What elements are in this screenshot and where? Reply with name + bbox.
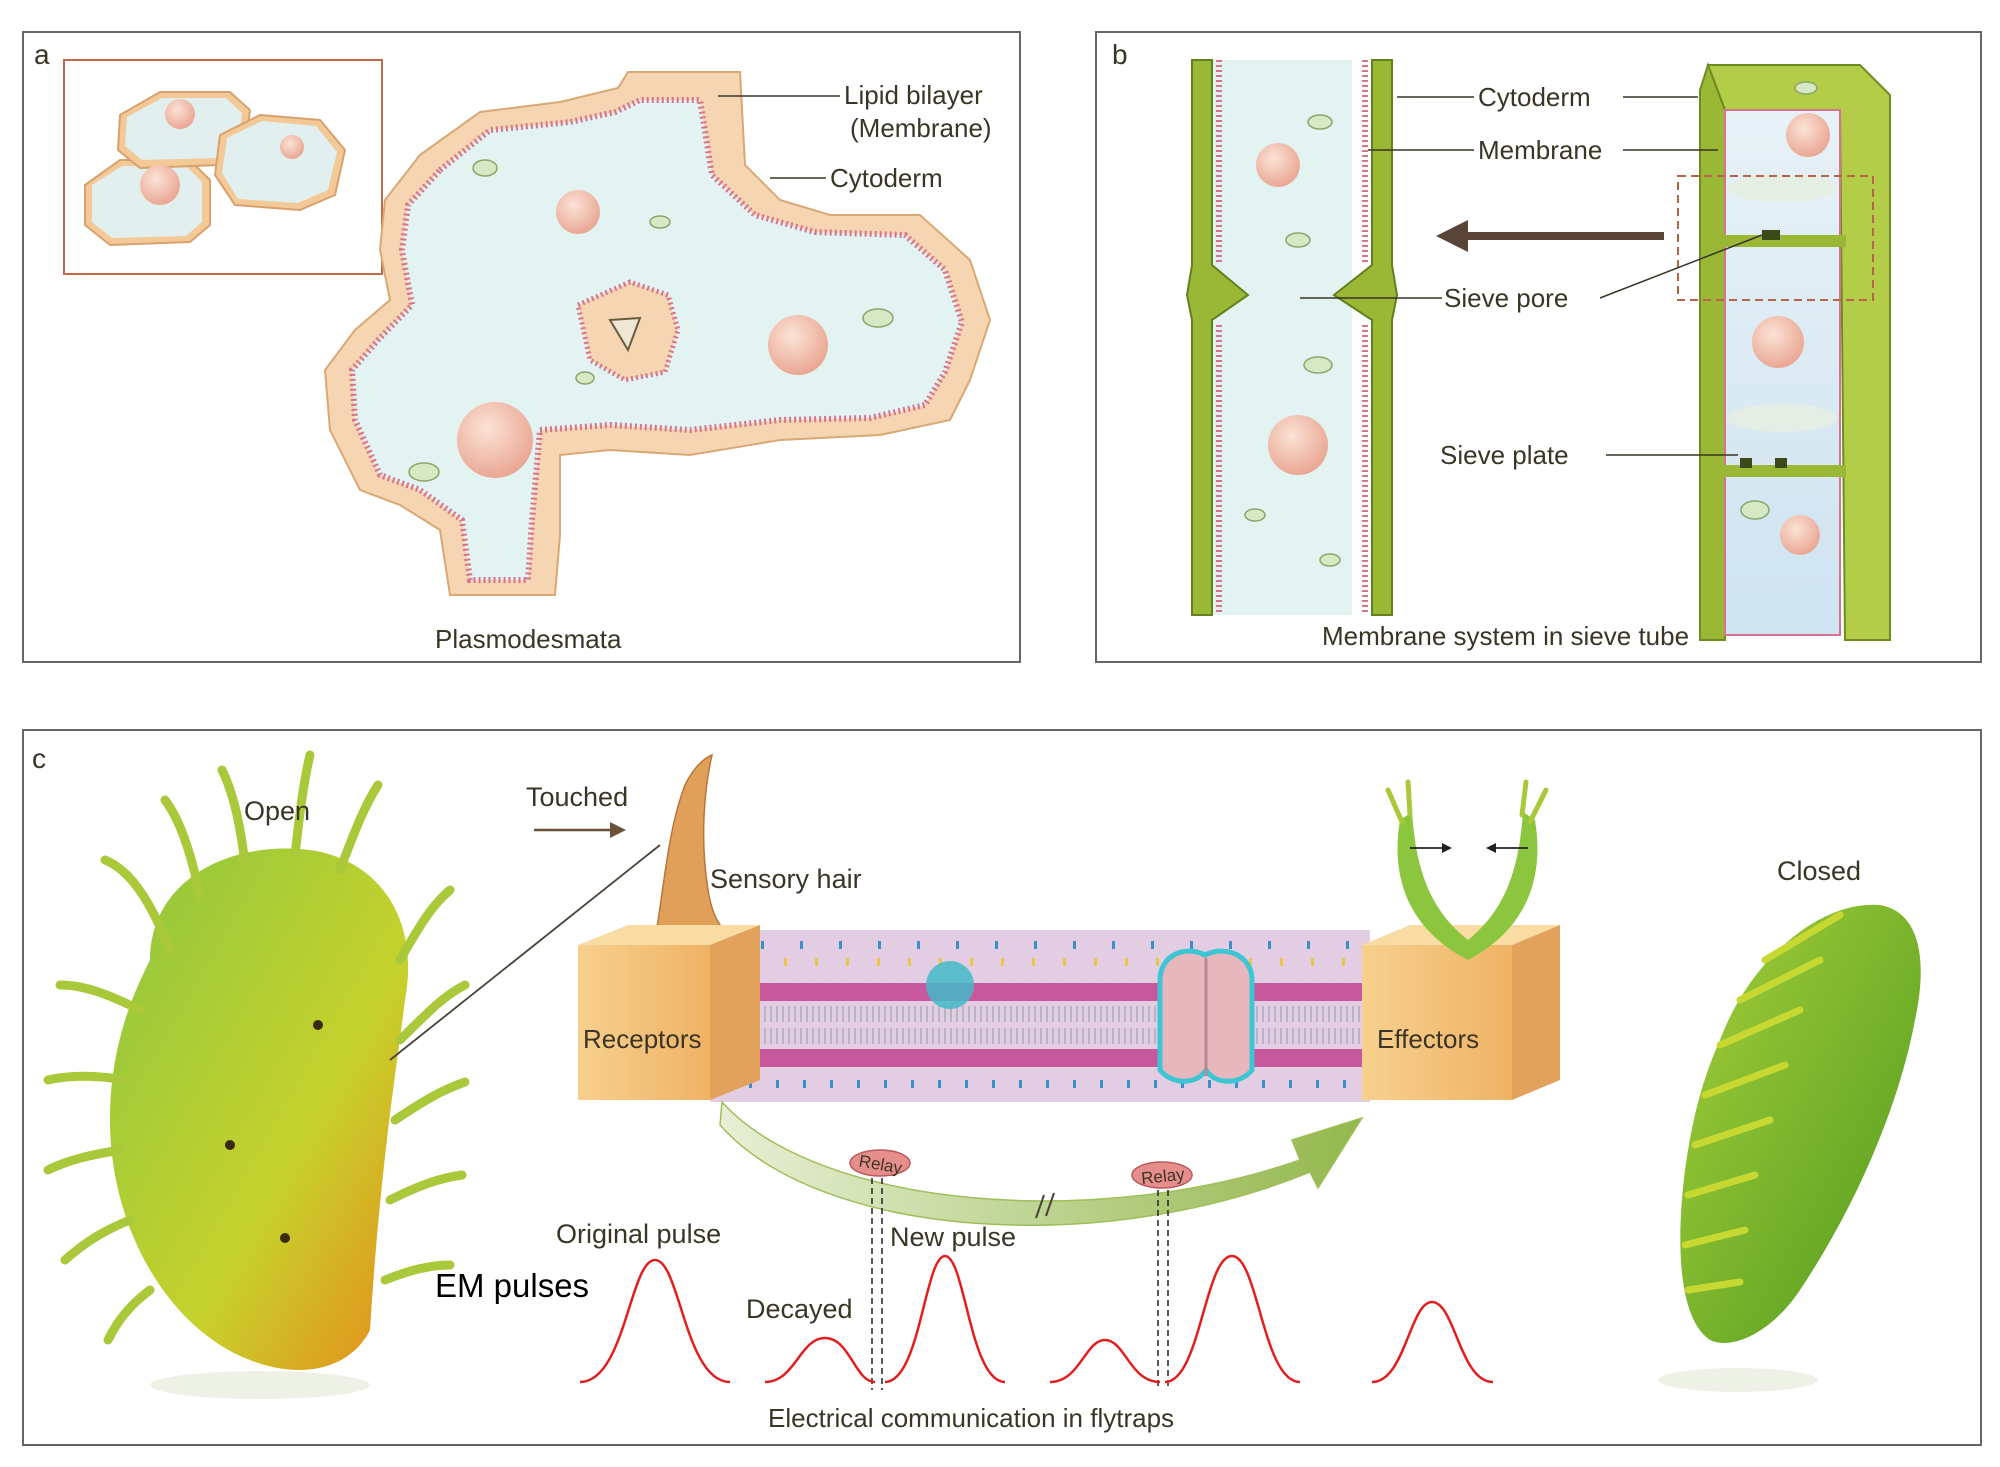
touched-arrow [534, 822, 626, 838]
panel-b-caption: Membrane system in sieve tube [1322, 621, 1689, 651]
sieve-pore-label: Sieve pore [1444, 283, 1568, 313]
panel-a-caption: Plasmodesmata [435, 624, 622, 654]
effectors-label: Effectors [1377, 1024, 1479, 1054]
em-pulses-label: EM pulses [435, 1267, 589, 1304]
receptors-box [578, 925, 760, 1100]
relay-dashes [871, 1178, 1169, 1390]
open-label: Open [244, 796, 310, 826]
panel-b-letter: b [1112, 39, 1128, 70]
effectors-box [1362, 925, 1560, 1100]
sensory-hair [654, 753, 738, 941]
lipid-bilayer-label: Lipid bilayer [844, 80, 983, 110]
cytoderm-label-b: Cytoderm [1478, 82, 1591, 112]
sieve-zoom-box [1677, 175, 1874, 301]
open-flytrap [43, 750, 470, 1399]
closed-flytrap [1658, 904, 1921, 1392]
decayed-label: Decayed [746, 1294, 853, 1324]
receptor-protein [926, 961, 974, 1009]
inset-cells [84, 91, 347, 247]
sieve-tube-section [1185, 59, 1399, 616]
sieve-plate-label: Sieve plate [1440, 440, 1569, 470]
sensory-hair-label: Sensory hair [710, 864, 862, 894]
closed-label: Closed [1777, 856, 1861, 886]
direction-arrow [1436, 220, 1664, 252]
receptors-label: Receptors [583, 1024, 702, 1054]
mini-trap-icon [1385, 779, 1549, 960]
hair-zoom-line [389, 844, 661, 1061]
plasmodesmata-cells [323, 71, 992, 596]
membrane-label-b: Membrane [1478, 135, 1602, 165]
panel-b-leaders [1300, 96, 1763, 456]
original-pulse-label: Original pulse [556, 1219, 721, 1249]
touched-label: Touched [526, 782, 628, 812]
cytoderm-label-a: Cytoderm [830, 163, 943, 193]
relay-label-2: Relay [1140, 1165, 1186, 1188]
pulse-waves [579, 1254, 1494, 1384]
break-marks [1035, 1192, 1055, 1219]
relay-badge-1 [849, 1149, 911, 1177]
panel-c-letter: c [32, 743, 46, 774]
membrane-paren-label: (Membrane) [850, 113, 992, 143]
panel-a-letter: a [34, 39, 50, 70]
panel-c-caption: Electrical communication in flytraps [768, 1403, 1174, 1433]
relay-badge-2 [1131, 1161, 1193, 1189]
new-pulse-label: New pulse [890, 1222, 1016, 1252]
sieve-tube-3d [1699, 61, 1891, 641]
ion-channel [1157, 948, 1255, 1084]
